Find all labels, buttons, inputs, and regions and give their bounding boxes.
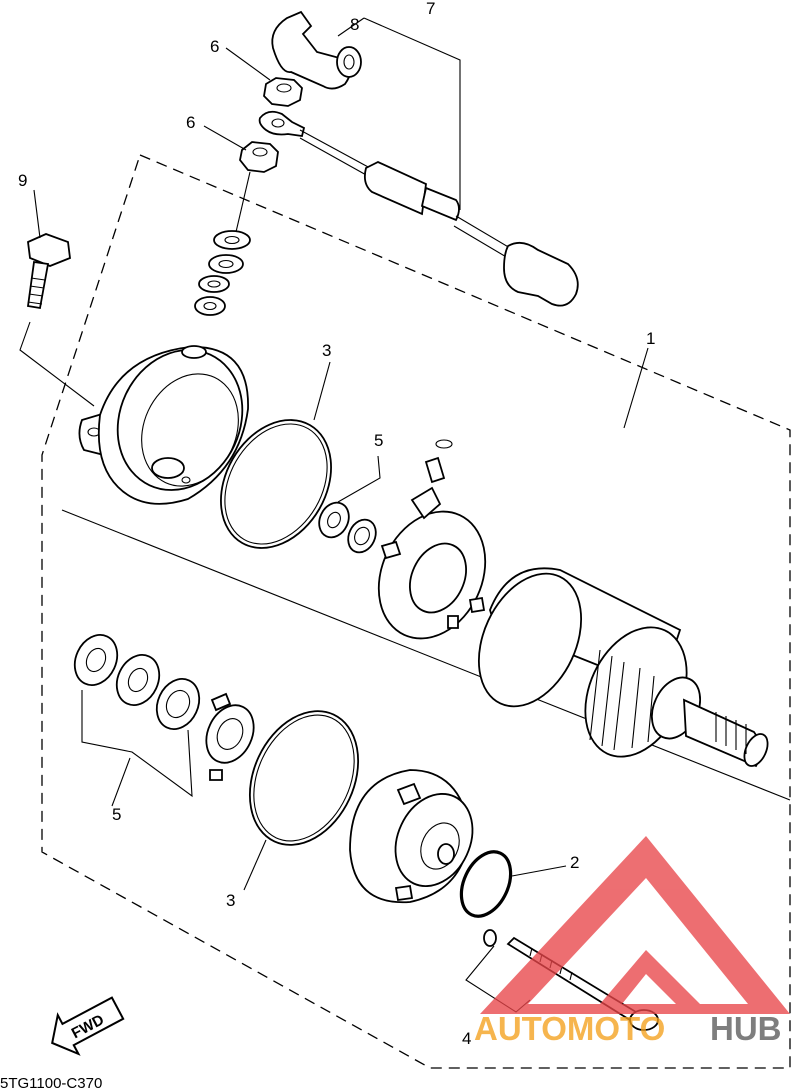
fwd-arrow-icon: FWD (51, 996, 125, 1056)
rear-cover (78, 345, 249, 505)
callout-3-lower: 3 (226, 891, 235, 910)
callout-7: 7 (426, 0, 435, 18)
automotohub-logo: AUTOMOTO HUB (474, 836, 790, 1047)
watermark-auto-text: AUTOMOTO (474, 1010, 665, 1047)
callout-6-upper: 6 (210, 37, 219, 56)
armature-yoke (477, 567, 769, 768)
callout-6-lower: 6 (186, 113, 195, 132)
bolt-o-ring (483, 929, 497, 947)
drawing-code: 5TG1100-C370 (0, 1075, 102, 1092)
mounting-bolt (26, 233, 71, 310)
callout-4: 4 (462, 1029, 471, 1048)
brush-holder (377, 439, 487, 640)
o-ring-rear (220, 419, 332, 549)
inner-frame (61, 509, 791, 801)
terminal-nut-upper (263, 77, 303, 107)
callout-5-lower: 5 (112, 805, 121, 824)
thrust-washers-lower (73, 634, 255, 781)
starter-cable (258, 10, 579, 307)
o-ring-front (248, 710, 360, 846)
watermark-inner-mark (600, 950, 700, 1004)
o-ring-small (459, 850, 513, 918)
watermark-triangle (480, 836, 790, 1014)
callout-labels: 7 8 6 6 9 1 3 5 2 5 3 4 (18, 0, 655, 1048)
callout-1: 1 (646, 329, 655, 348)
assembly-outline (41, 154, 791, 1069)
callout-5-upper: 5 (374, 431, 383, 450)
callout-3-upper: 3 (322, 341, 331, 360)
thrust-washers-upper (318, 501, 377, 554)
callout-2: 2 (570, 853, 579, 872)
washer-stack (194, 171, 251, 316)
callout-8: 8 (350, 15, 359, 34)
front-cover (349, 769, 474, 904)
watermark-hub-text: HUB (710, 1010, 782, 1047)
terminal-nut-lower (239, 141, 279, 173)
callout-9: 9 (18, 171, 27, 190)
